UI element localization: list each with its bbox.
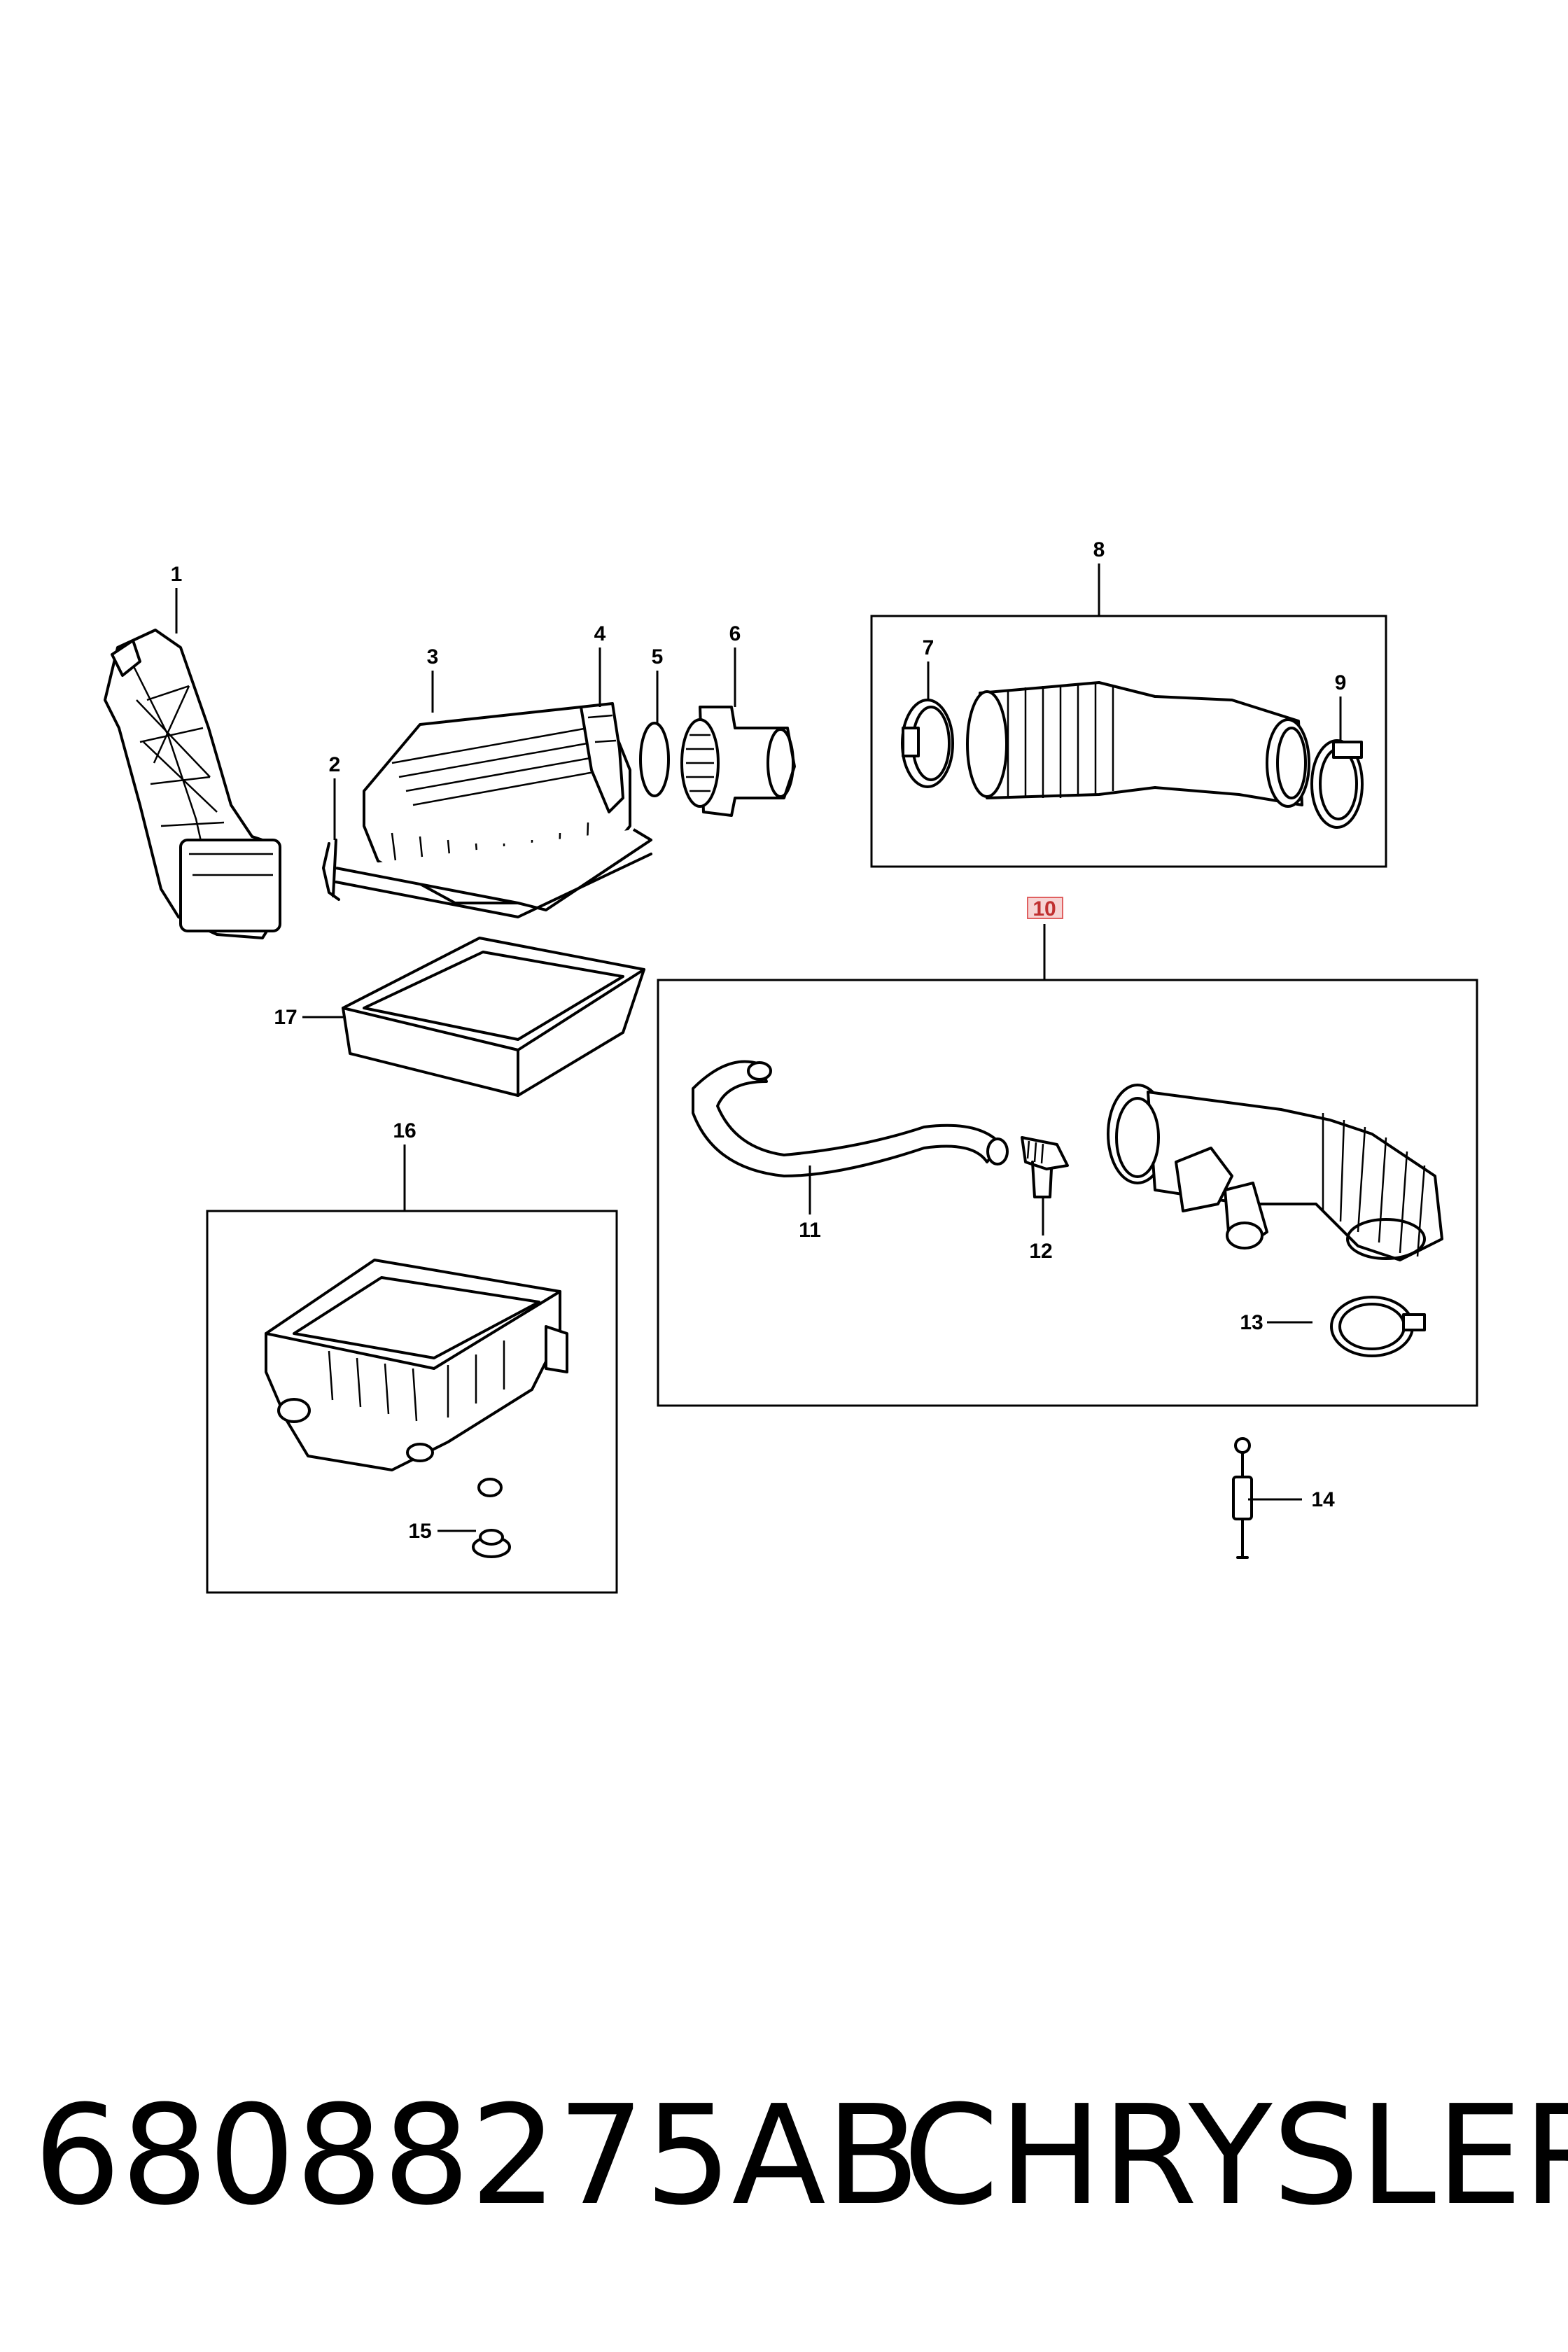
callout-3: 3: [427, 645, 439, 668]
callout-8: 8: [1093, 538, 1105, 561]
part-13-hose-clamp: [1330, 1296, 1426, 1357]
callout-12: 12: [1029, 1240, 1052, 1263]
part-7-hose-clamp: [901, 699, 954, 788]
callout-2: 2: [329, 753, 341, 776]
callout-5: 5: [652, 645, 664, 668]
callout-11: 11: [799, 1219, 821, 1242]
group-16-box: [206, 1210, 618, 1594]
part-2-clip: [322, 839, 340, 901]
callout-15: 15: [408, 1520, 431, 1543]
leader-lines: [175, 564, 1342, 1532]
group-8-box: [870, 615, 1387, 868]
part-9-hose-clamp: [1310, 739, 1364, 829]
callout-10: 10: [1032, 897, 1056, 920]
group-10-box: [657, 979, 1478, 1407]
callout-17: 17: [274, 1006, 297, 1029]
callout-1: 1: [171, 563, 183, 586]
callout-4: 4: [594, 622, 606, 645]
callout-13: 13: [1240, 1311, 1263, 1334]
part-11-vent-tube: [692, 1060, 1009, 1177]
part-8-air-hose: [966, 681, 1310, 808]
part-1-intake-duct: [104, 629, 281, 939]
part-15-grommet: [472, 1529, 511, 1558]
footer: 68088275AB CHRYSLER: [0, 2072, 1568, 2240]
part-12-fitting: [1021, 1136, 1069, 1198]
callout-labels: 1 2 3 4 5 6 7 8 9 10 11 12 13 14 15 16 1…: [171, 538, 1347, 1543]
part-3-air-cleaner-cover: [335, 706, 652, 918]
part-17-air-filter: [342, 937, 645, 1097]
callout-7: 7: [923, 636, 934, 659]
part-10-hose-assembly: [1107, 1084, 1443, 1261]
part-6-sensor-housing: [680, 706, 796, 817]
part-4-outlet-neck: [580, 702, 624, 813]
part-5-seal-ring: [639, 722, 670, 797]
part-14-pin: [1232, 1437, 1253, 1559]
part-16-air-cleaner-base: [265, 1259, 568, 1497]
part-number: 68088275AB: [34, 2076, 920, 2236]
callout-9: 9: [1335, 671, 1347, 694]
callout-10-highlight: [1027, 897, 1063, 919]
callout-14: 14: [1311, 1488, 1335, 1511]
callout-16: 16: [393, 1119, 416, 1142]
brand-name: CHRYSLER: [903, 2076, 1568, 2236]
callout-6: 6: [729, 622, 741, 645]
